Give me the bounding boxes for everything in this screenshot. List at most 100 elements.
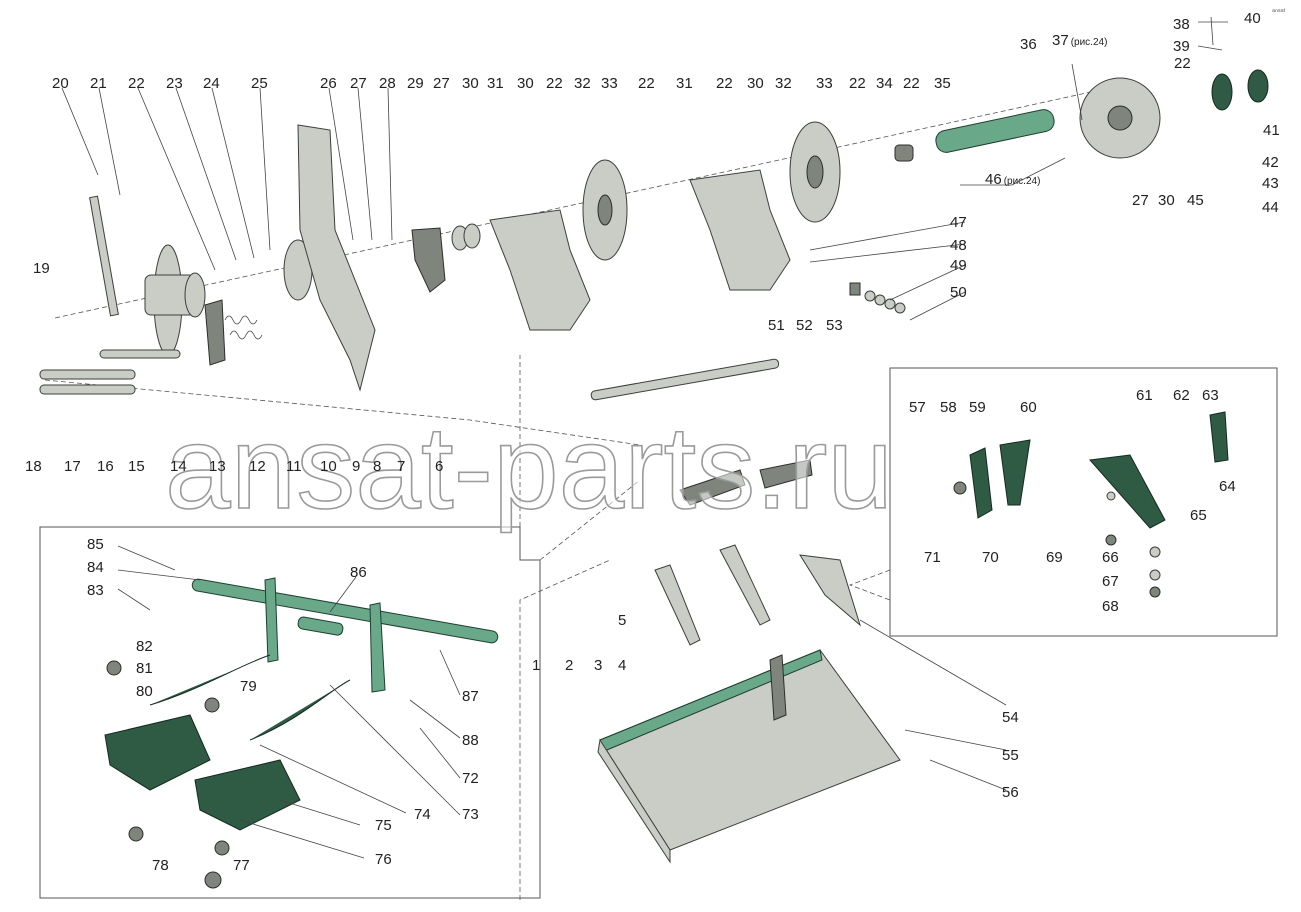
corner-mark: ᵃⁿˢᵃᵗ — [1272, 7, 1286, 16]
label-44: 44 — [1262, 199, 1279, 216]
lower-left-inset-parts — [104, 577, 499, 889]
label-68: 68 — [1102, 598, 1119, 615]
label-40: 40 — [1244, 10, 1261, 27]
inset-panel-lower-left — [39, 526, 541, 899]
label-57: 57 — [909, 399, 926, 416]
label-39: 39 — [1173, 38, 1190, 55]
label-73: 73 — [462, 806, 479, 823]
label-12: 12 — [249, 458, 266, 475]
label-76: 76 — [375, 851, 392, 868]
label-21: 21 — [90, 75, 107, 92]
label-37-ref: 37(рис.24) — [1052, 32, 1107, 49]
label-88: 88 — [462, 732, 479, 749]
part-labels: 20 21 22 23 24 25 26 27 28 29 27 30 31 3… — [25, 10, 1280, 874]
label-26: 26 — [320, 75, 337, 92]
label-33a: 33 — [601, 75, 618, 92]
label-80: 80 — [136, 683, 153, 700]
label-22d: 22 — [716, 75, 733, 92]
inset-panel-right — [889, 367, 1278, 637]
label-36: 36 — [1020, 36, 1037, 53]
label-30b: 30 — [517, 75, 534, 92]
label-32b: 32 — [775, 75, 792, 92]
label-49: 49 — [950, 257, 967, 274]
label-72: 72 — [462, 770, 479, 787]
label-9: 9 — [352, 458, 360, 475]
label-43: 43 — [1262, 175, 1279, 192]
label-38: 38 — [1173, 16, 1190, 33]
label-77: 77 — [233, 857, 250, 874]
label-30c: 30 — [747, 75, 764, 92]
label-30d: 30 — [1158, 192, 1175, 209]
label-67: 67 — [1102, 573, 1119, 590]
label-69: 69 — [1046, 549, 1063, 566]
label-74: 74 — [414, 806, 431, 823]
label-51: 51 — [768, 317, 785, 334]
label-54: 54 — [1002, 709, 1019, 726]
right-inset-parts — [953, 411, 1229, 598]
label-22b: 22 — [546, 75, 563, 92]
label-87: 87 — [462, 688, 479, 705]
label-86: 86 — [350, 564, 367, 581]
label-1: 1 — [532, 657, 540, 674]
label-42: 42 — [1262, 154, 1279, 171]
label-32a: 32 — [574, 75, 591, 92]
label-46-ref: 46(рис.24) — [985, 171, 1040, 188]
label-70: 70 — [982, 549, 999, 566]
label-61: 61 — [1136, 387, 1153, 404]
label-10: 10 — [320, 458, 337, 475]
label-47: 47 — [950, 214, 967, 231]
label-84: 84 — [87, 559, 104, 576]
label-3: 3 — [594, 657, 602, 674]
label-59: 59 — [969, 399, 986, 416]
label-71: 71 — [924, 549, 941, 566]
base-frame — [590, 358, 901, 864]
label-22g: 22 — [1174, 55, 1191, 72]
label-29: 29 — [407, 75, 424, 92]
label-28: 28 — [379, 75, 396, 92]
watermark: ansat-parts.ru — [165, 402, 893, 534]
label-30a: 30 — [462, 75, 479, 92]
label-64: 64 — [1219, 478, 1236, 495]
label-45: 45 — [1187, 192, 1204, 209]
label-50: 50 — [950, 284, 967, 301]
label-8: 8 — [373, 458, 381, 475]
label-52: 52 — [796, 317, 813, 334]
label-13: 13 — [209, 458, 226, 475]
label-15: 15 — [128, 458, 145, 475]
label-20: 20 — [52, 75, 69, 92]
label-27b: 27 — [433, 75, 450, 92]
label-31b: 31 — [676, 75, 693, 92]
label-14: 14 — [170, 458, 187, 475]
label-18: 18 — [25, 458, 42, 475]
label-66: 66 — [1102, 549, 1119, 566]
label-16: 16 — [97, 458, 114, 475]
leader-lines — [61, 16, 1228, 859]
label-27a: 27 — [350, 75, 367, 92]
label-7: 7 — [397, 458, 405, 475]
top-assembly — [39, 69, 1269, 446]
label-65: 65 — [1190, 507, 1207, 524]
label-22c: 22 — [638, 75, 655, 92]
label-34: 34 — [876, 75, 893, 92]
label-19: 19 — [33, 260, 50, 277]
label-22e: 22 — [849, 75, 866, 92]
label-55: 55 — [1002, 747, 1019, 764]
label-81: 81 — [136, 660, 153, 677]
label-58: 58 — [940, 399, 957, 416]
label-6: 6 — [435, 458, 443, 475]
label-22: 22 — [128, 75, 145, 92]
label-22f: 22 — [903, 75, 920, 92]
label-78: 78 — [152, 857, 169, 874]
label-4: 4 — [618, 657, 626, 674]
label-60: 60 — [1020, 399, 1037, 416]
label-41: 41 — [1263, 122, 1280, 139]
label-82: 82 — [136, 638, 153, 655]
label-75: 75 — [375, 817, 392, 834]
label-33b: 33 — [816, 75, 833, 92]
label-24: 24 — [203, 75, 220, 92]
label-27c: 27 — [1132, 192, 1149, 209]
label-63: 63 — [1202, 387, 1219, 404]
label-11: 11 — [286, 458, 302, 475]
label-35: 35 — [934, 75, 951, 92]
